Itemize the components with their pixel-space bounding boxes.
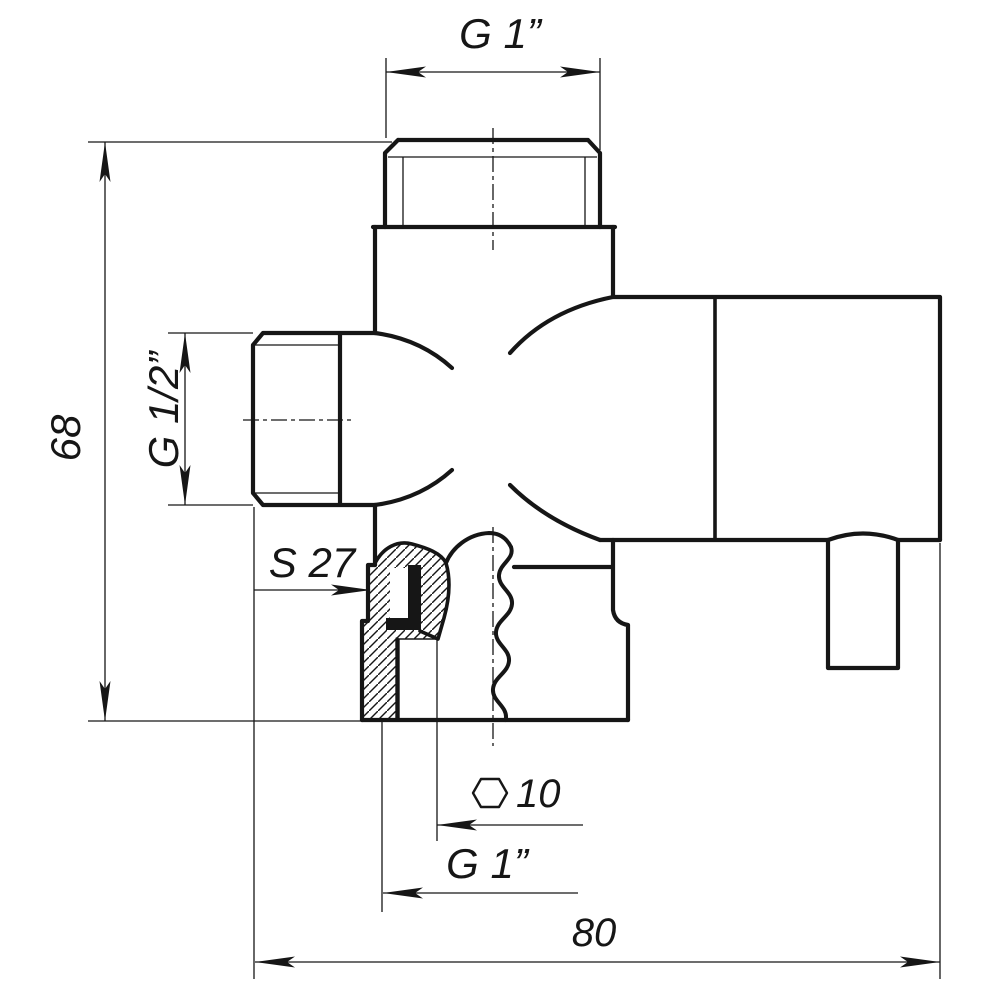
dim-label-wrench-size: S 27 bbox=[269, 539, 357, 586]
dim-label-overall-width: 80 bbox=[572, 911, 617, 955]
right-block-outline bbox=[610, 224, 943, 543]
dimension-arrowheads bbox=[99, 66, 940, 968]
bottom-port-left-wall bbox=[359, 562, 378, 723]
arrow-height-bottom bbox=[99, 681, 111, 721]
bottom-port-right-outline bbox=[511, 537, 631, 723]
dim-label-overall-height: 68 bbox=[42, 414, 89, 461]
section-cut bbox=[362, 542, 450, 721]
gland-recess bbox=[390, 568, 408, 618]
dim-bottom-thread-lines bbox=[381, 722, 578, 912]
dim-top-thread-lines bbox=[385, 58, 601, 150]
arrow-top-thread-right bbox=[560, 66, 600, 78]
arrow-width-right bbox=[900, 956, 940, 968]
dim-label-side-thread: G 1/2” bbox=[140, 350, 187, 469]
seal-bracket-solid bbox=[386, 565, 421, 630]
dim-label-bottom-thread: G 1” bbox=[446, 840, 530, 887]
arrow-top-thread-left bbox=[386, 66, 426, 78]
arrow-wrench-leader bbox=[331, 584, 371, 596]
arrow-height-top bbox=[99, 142, 111, 182]
vertical-break-line bbox=[491, 545, 514, 722]
left-port-outline bbox=[250, 330, 378, 508]
section-boundary-over-bore bbox=[444, 531, 513, 565]
arrow-side-thread-top bbox=[179, 333, 191, 373]
hex-socket-icon bbox=[471, 777, 509, 809]
arrow-width-left bbox=[255, 956, 295, 968]
dim-label-hex-size: 10 bbox=[516, 772, 561, 816]
top-port-outline bbox=[382, 137, 603, 230]
arrow-side-thread-bottom bbox=[179, 465, 191, 505]
left-thread-root-lines bbox=[253, 344, 340, 494]
arrow-hex bbox=[437, 819, 477, 831]
section-boundary-over-seat bbox=[373, 541, 451, 641]
valve-body-outline bbox=[250, 137, 943, 723]
waist-arcs bbox=[372, 294, 616, 543]
dim-hex-lines bbox=[436, 639, 583, 841]
centerlines bbox=[243, 128, 494, 746]
dim-height-lines bbox=[88, 141, 392, 722]
break-lines bbox=[373, 531, 514, 722]
arrow-bottom-thread bbox=[383, 887, 423, 899]
stem-outline bbox=[825, 537, 901, 671]
dim-label-top-thread: G 1” bbox=[459, 10, 543, 57]
dim-width-lines bbox=[255, 543, 941, 979]
stem-top-arc bbox=[825, 531, 901, 543]
